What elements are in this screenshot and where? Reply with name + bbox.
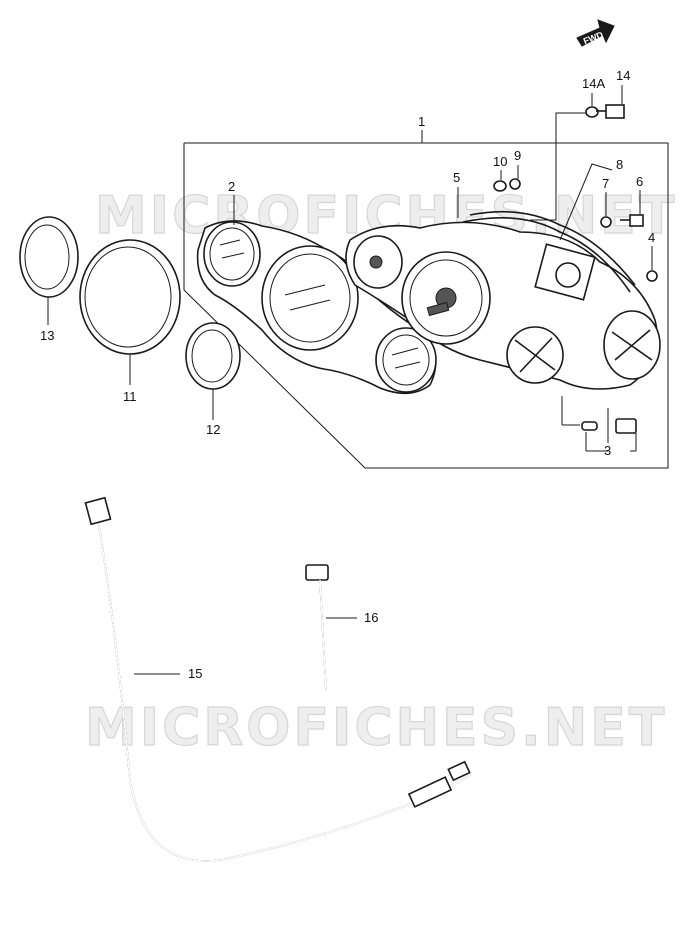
- fwd-arrow-icon: FWD: [576, 19, 615, 47]
- callout-2: 2: [228, 179, 235, 194]
- callout-14: 14: [616, 68, 630, 83]
- washer-10: [493, 180, 507, 192]
- watermark-top: MICROFICHES.NET: [95, 186, 677, 246]
- cable-clamp: [305, 564, 329, 691]
- leader-lines: [47, 85, 653, 675]
- screw-14: [596, 104, 625, 119]
- ring-11: [79, 239, 181, 355]
- callout-14a: 14A: [582, 76, 605, 91]
- screw-6: [620, 214, 644, 227]
- callout-10: 10: [493, 154, 507, 169]
- meter-housing: [196, 220, 437, 395]
- ring-13: [19, 216, 79, 298]
- callout-11: 11: [123, 389, 137, 404]
- callout-1: 1: [418, 114, 425, 129]
- callout-8: 8: [616, 157, 623, 172]
- callout-4: 4: [648, 230, 655, 245]
- nut-9: [509, 178, 521, 190]
- callout-16: 16: [364, 610, 378, 625]
- washer-14a: [585, 106, 599, 118]
- washer-7: [600, 216, 612, 228]
- watermark-bottom: MICROFICHES.NET: [85, 698, 667, 758]
- callout-12: 12: [206, 422, 220, 437]
- callout-15: 15: [188, 666, 202, 681]
- callout-5: 5: [453, 170, 460, 185]
- fwd-label: FWD: [582, 29, 605, 46]
- assembly-frame: [183, 142, 669, 469]
- callout-6: 6: [636, 174, 643, 189]
- callout-7: 7: [602, 176, 609, 191]
- nut-4: [646, 270, 658, 282]
- speedometer-cable: [84, 496, 471, 862]
- ring-12: [185, 322, 241, 390]
- meter-body: [345, 210, 661, 390]
- callout-13: 13: [40, 328, 54, 343]
- callout-9: 9: [514, 148, 521, 163]
- bulb-3: [581, 418, 637, 434]
- callout-3: 3: [604, 443, 611, 458]
